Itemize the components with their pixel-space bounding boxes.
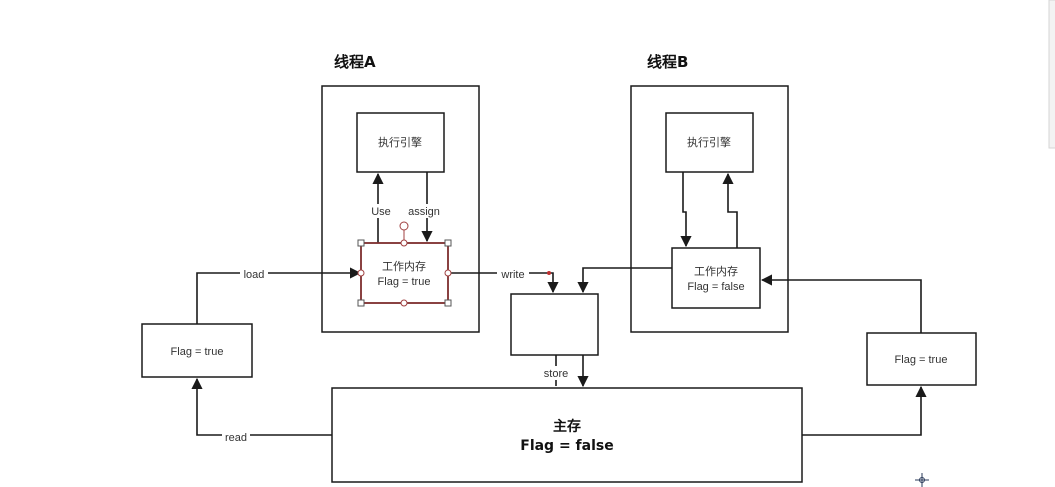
thread-b-memory-line2: Flag = false bbox=[687, 281, 744, 293]
thread-b-title: 线程B bbox=[647, 53, 688, 71]
thread-a-title: 线程A bbox=[334, 53, 376, 71]
crosshair-cursor-icon bbox=[915, 473, 929, 487]
main-memory-box[interactable] bbox=[332, 388, 802, 482]
thread-a-memory-line2: Flag = true bbox=[378, 276, 431, 288]
connect-point-top[interactable] bbox=[401, 240, 407, 246]
resize-handle-ne[interactable] bbox=[445, 240, 451, 246]
thread-a-engine-label: 执行引擎 bbox=[378, 135, 422, 149]
thread-a-memory-line1: 工作内存 bbox=[382, 259, 426, 273]
left-copy-label: Flag = true bbox=[171, 346, 224, 358]
right-copy-label: Flag = true bbox=[895, 354, 948, 366]
resize-handle-nw[interactable] bbox=[358, 240, 364, 246]
write-anchor-dot bbox=[547, 271, 551, 275]
rotate-handle[interactable] bbox=[400, 222, 408, 230]
resize-handle-se[interactable] bbox=[445, 300, 451, 306]
write-label: write bbox=[500, 269, 524, 281]
resize-handle-sw[interactable] bbox=[358, 300, 364, 306]
thread-b-working-memory[interactable] bbox=[672, 248, 760, 308]
use-label: Use bbox=[371, 206, 391, 218]
thread-a-working-memory[interactable] bbox=[361, 243, 448, 303]
load-label: load bbox=[244, 269, 265, 281]
connect-point-bottom[interactable] bbox=[401, 300, 407, 306]
store-buffer-box[interactable] bbox=[511, 294, 598, 355]
thread-b-memory-line1: 工作内存 bbox=[694, 264, 738, 278]
connect-point-right[interactable] bbox=[445, 270, 451, 276]
read-label: read bbox=[225, 432, 247, 444]
main-memory-title: 主存 bbox=[553, 418, 581, 435]
store-label: store bbox=[544, 368, 568, 380]
main-memory-value: Flag = false bbox=[520, 438, 613, 454]
connect-point-left[interactable] bbox=[358, 270, 364, 276]
read-arrow[interactable] bbox=[197, 379, 332, 435]
main-to-right-copy-arrow[interactable] bbox=[802, 387, 921, 435]
scrollbar[interactable] bbox=[1049, 0, 1055, 148]
assign-label: assign bbox=[408, 206, 440, 218]
thread-b-engine-label: 执行引擎 bbox=[687, 135, 731, 149]
